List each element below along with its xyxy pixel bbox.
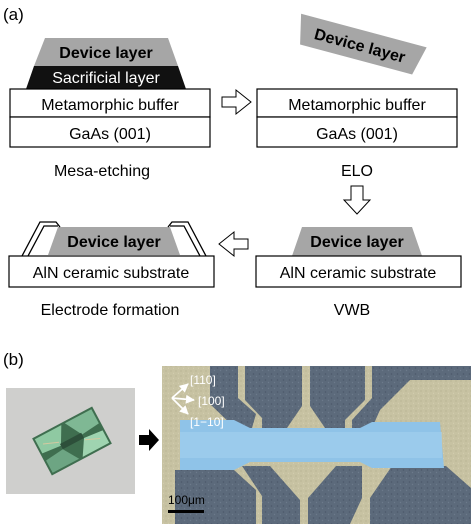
step-electrode-caption: Electrode formation — [41, 302, 180, 319]
direction-1m10-label: [1−10] — [190, 415, 224, 429]
elo-stack: Device layer Metamorphic buffer GaAs (00… — [256, 13, 458, 148]
aln-substrate-box — [8, 255, 215, 288]
device-layer-trapezoid — [34, 38, 178, 66]
electrode-right-inner — [170, 225, 201, 257]
metamorphic-buffer-label-elo: Metamorphic buffer — [288, 97, 426, 114]
micrograph: [110] [100] [1−10] 100μm — [162, 366, 471, 524]
scale-bar-label: 100μm — [168, 493, 205, 507]
device-layer-trapezoid-electrode — [48, 227, 180, 255]
electrode-pad — [308, 466, 362, 524]
mesa-etching-stack: Device layer Sacrificial layer Metamorph… — [9, 38, 211, 148]
electrode-pad — [352, 366, 471, 428]
electrode-pad — [370, 466, 471, 524]
metamorphic-buffer-label: Metamorphic buffer — [41, 97, 179, 114]
electrode-right — [167, 221, 207, 257]
gaas-substrate-box — [9, 116, 211, 148]
gaas-label-elo: GaAs (001) — [316, 126, 398, 143]
step-elo-caption: ELO — [341, 163, 373, 180]
aln-substrate-label: AlN ceramic substrate — [33, 265, 190, 282]
arrow-right-solid-icon — [139, 429, 159, 451]
lifted-device-layer: Device layer — [300, 13, 427, 75]
arrow-left-icon — [218, 230, 249, 258]
electrode-left — [21, 221, 61, 257]
gaas-label: GaAs (001) — [69, 126, 151, 143]
device-layer-label-vwb: Device layer — [310, 234, 403, 251]
electrode-left-inner — [27, 225, 58, 257]
aln-substrate-label-vwb: AlN ceramic substrate — [280, 265, 437, 282]
step-vwb-caption: VWB — [334, 302, 370, 319]
device-layer-label: Device layer — [59, 45, 152, 62]
metamorphic-buffer-box — [9, 88, 211, 118]
gaas-substrate-box-elo — [256, 116, 458, 148]
panel-b-label: (b) — [3, 350, 24, 369]
vwb-stack: Device layer AlN ceramic substrate — [255, 227, 462, 288]
electrode-pad — [245, 366, 302, 428]
panel-a-label: (a) — [3, 5, 24, 24]
crystal-direction-arrows — [171, 383, 195, 415]
device-layer-trapezoid-vwb — [292, 227, 422, 256]
electrode-formation-stack: Device layer AlN ceramic substrate — [8, 221, 215, 288]
chip-photo — [6, 388, 135, 494]
device-layer-label-electrode: Device layer — [67, 234, 160, 251]
arrow-right-icon — [221, 88, 252, 116]
electrode-pad — [310, 366, 365, 428]
direction-100-label: [100] — [198, 394, 225, 408]
direction-110-label: [110] — [190, 373, 216, 387]
arrow-down-icon — [342, 185, 372, 215]
aln-substrate-box-vwb — [255, 255, 462, 288]
sacrificial-layer-label: Sacrificial layer — [52, 70, 160, 87]
scale-bar — [168, 510, 204, 513]
sacrificial-layer — [26, 66, 186, 89]
step-mesa-etching-caption: Mesa-etching — [54, 163, 150, 180]
electrode-pad — [210, 366, 256, 428]
electrode-pad — [242, 466, 300, 524]
